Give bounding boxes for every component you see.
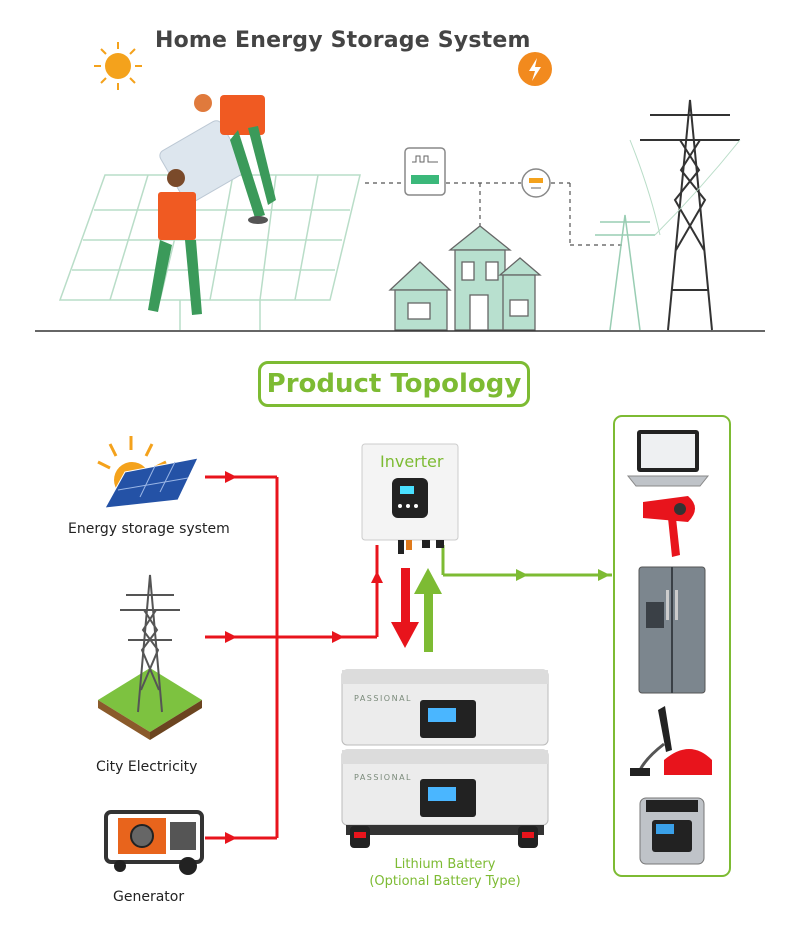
battery-brand-bottom: PASSIONAL: [354, 773, 413, 782]
pressure-cooker-icon: [639, 797, 705, 865]
power-tower-icon: [640, 99, 740, 331]
laptop-icon: [626, 430, 710, 487]
battery-label-line2: (Optional Battery Type): [369, 874, 521, 889]
inverter-unit: [361, 443, 459, 554]
battery-brand-top: PASSIONAL: [354, 694, 413, 703]
solar-array-outline: [58, 174, 361, 330]
battery-stack: [341, 669, 549, 848]
vacuum-cleaner-icon: [630, 706, 712, 776]
discharge-arrow-green: [414, 568, 442, 652]
source-label-generator: Generator: [113, 889, 185, 905]
flow-lines-green: [441, 545, 612, 577]
energy-meter-icon: [404, 147, 446, 196]
appliances-box: [613, 415, 731, 877]
page-title: Home Energy Storage System: [155, 28, 531, 53]
refrigerator-icon: [638, 566, 706, 694]
battery-label-line1: Lithium Battery: [394, 857, 496, 872]
dashed-connections: [365, 182, 625, 246]
charge-arrow-red: [391, 568, 419, 648]
flow-arrowheads-red: [225, 471, 383, 844]
solar-panel-icon: [97, 436, 199, 509]
source-label-city-electricity: City Electricity: [96, 759, 198, 775]
city-electricity-icon: [98, 574, 202, 740]
source-label-energy-storage: Energy storage system: [68, 521, 230, 537]
sun-icon: [94, 42, 142, 90]
small-tower-icon: [595, 214, 655, 331]
electric-meter-icon: [521, 168, 551, 198]
house-illustration: [388, 225, 542, 331]
topology-title: Product Topology: [266, 369, 522, 399]
generator-icon: [104, 810, 204, 875]
inverter-label: Inverter: [380, 452, 444, 471]
topology-title-box: Product Topology: [258, 361, 530, 407]
hair-dryer-icon: [643, 496, 695, 557]
lightning-icon: [518, 52, 552, 86]
workers-illustration: [148, 94, 276, 315]
